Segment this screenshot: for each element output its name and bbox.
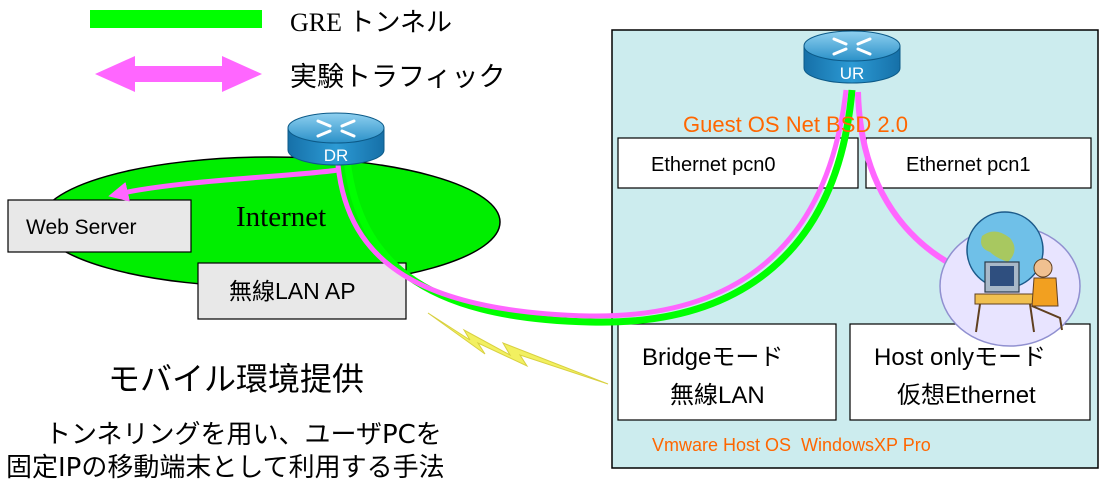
caption-title: モバイル環境提供 — [108, 360, 365, 398]
caption-line2: 固定IPの移動端末として利用する手法 — [6, 453, 445, 483]
wireless-ap-label: 無線LAN AP — [229, 278, 356, 304]
traffic-path-tunnel — [335, 89, 849, 319]
bridge-mode-line2: 無線LAN — [670, 382, 765, 409]
router-dr-label: DR — [324, 146, 349, 165]
host-only-line2: 仮想Ethernet — [897, 382, 1036, 409]
router-ur-label: UR — [840, 64, 865, 83]
ethernet-pcn0-label: Ethernet pcn0 — [651, 154, 776, 176]
host-only-box — [849, 323, 1091, 421]
ethernet-pcn1-label: Ethernet pcn1 — [906, 154, 1031, 176]
web-server-label: Web Server — [26, 216, 137, 239]
legend-gre-swatch — [90, 10, 262, 28]
web-server-box — [7, 199, 192, 253]
legend-traffic-label: 実験トラフィック — [290, 62, 505, 93]
gre-tunnel-line — [342, 89, 856, 326]
router-dr: DR — [287, 112, 385, 166]
wireless-ap-box — [197, 262, 407, 320]
bridge-mode-box — [617, 323, 837, 421]
host-os-label: Vmware Host OS WindowsXP Pro — [652, 435, 931, 455]
wireless-signal-icon — [427, 312, 609, 385]
guest-os-label: Guest OS Net BSD 2.0 — [683, 112, 908, 137]
host-only-line1: Host onlyモード — [874, 344, 1046, 371]
router-arrows-icon — [316, 119, 356, 138]
router-arrows-icon — [832, 37, 872, 56]
traffic-path-to-web-server — [108, 167, 339, 202]
traffic-path-to-host — [855, 91, 969, 274]
legend-gre-label: GRE トンネル — [290, 8, 452, 37]
internet-label: Internet — [236, 201, 326, 233]
router-ur: UR — [803, 30, 901, 84]
bridge-mode-line1: Bridgeモード — [642, 344, 783, 371]
ethernet-pcn0-box — [617, 137, 859, 189]
caption-line1: トンネリングを用い、ユーザPCを — [45, 420, 442, 450]
ethernet-pcn1-box — [865, 137, 1092, 189]
legend-traffic-arrow — [95, 56, 262, 92]
user-pc-icon — [939, 211, 1081, 347]
legend: GRE トンネル 実験トラフィック — [90, 8, 505, 93]
